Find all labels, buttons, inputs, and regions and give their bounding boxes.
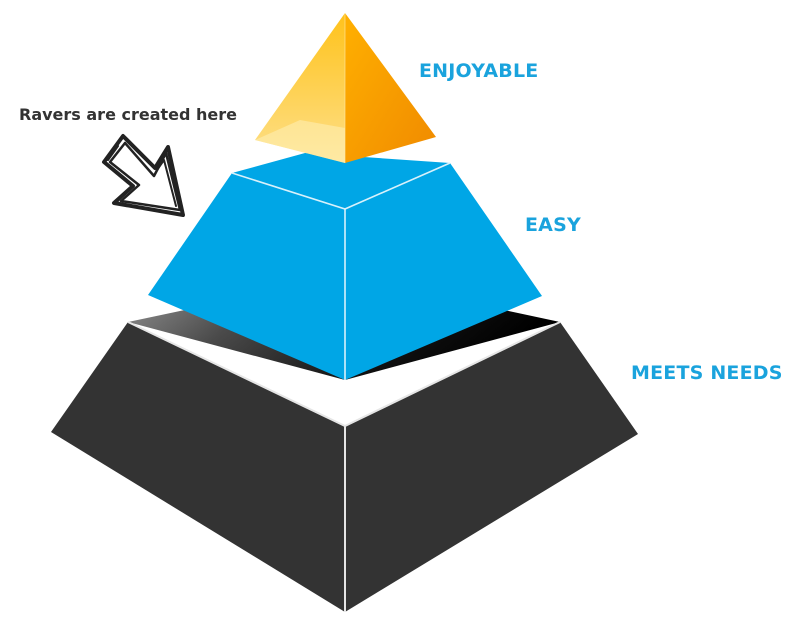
pyramid-level-easy <box>148 153 542 380</box>
hand-drawn-arrow-icon <box>102 134 185 217</box>
pyramid-level-enjoyable <box>255 13 436 163</box>
level-label-meets-needs: MEETS NEEDS <box>631 362 783 384</box>
top-tier-right-face <box>345 13 436 163</box>
level-label-easy: EASY <box>525 214 581 236</box>
level-label-enjoyable: ENJOYABLE <box>419 60 539 82</box>
middle-tier-right-face <box>345 163 542 380</box>
annotation-text: Ravers are created here <box>19 105 238 124</box>
bottom-tier-right-face <box>345 322 638 612</box>
middle-tier-back-face <box>232 153 450 209</box>
top-tier-highlight <box>255 120 345 163</box>
bottom-tier-left-face <box>51 322 345 612</box>
middle-tier-left-face <box>148 173 345 380</box>
